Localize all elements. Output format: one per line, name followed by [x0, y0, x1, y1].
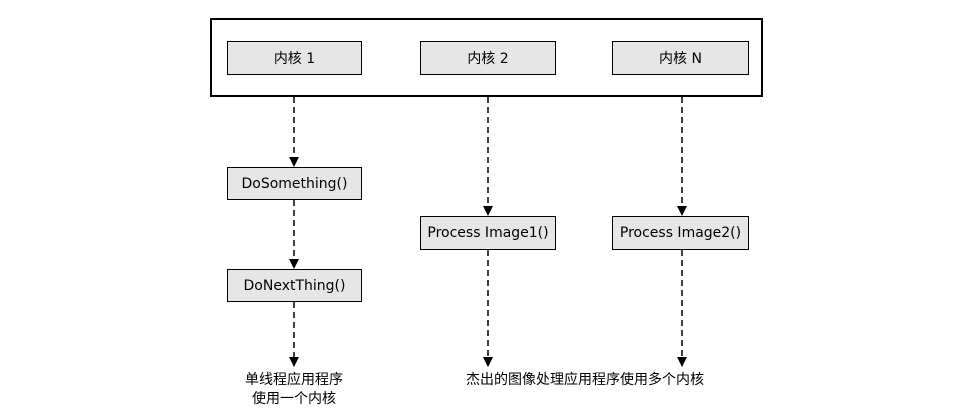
donextthing-box: DoNextThing() [227, 269, 362, 302]
multi-thread-caption: 杰出的图像处理应用程序使用多个内核 [466, 372, 704, 388]
single-thread-caption: 单线程应用程序 使用一个内核 [214, 371, 374, 409]
process-image2-box: Process Image2() [612, 216, 749, 250]
core-2-box: 内核 2 [420, 41, 556, 75]
core-n-box: 内核 N [612, 41, 749, 75]
dosomething-box: DoSomething() [227, 167, 362, 200]
single-thread-caption-line2: 使用一个内核 [252, 391, 336, 407]
process-image1-box: Process Image1() [420, 216, 556, 250]
single-thread-caption-line1: 单线程应用程序 [245, 372, 343, 388]
core-1-box: 内核 1 [227, 41, 362, 75]
